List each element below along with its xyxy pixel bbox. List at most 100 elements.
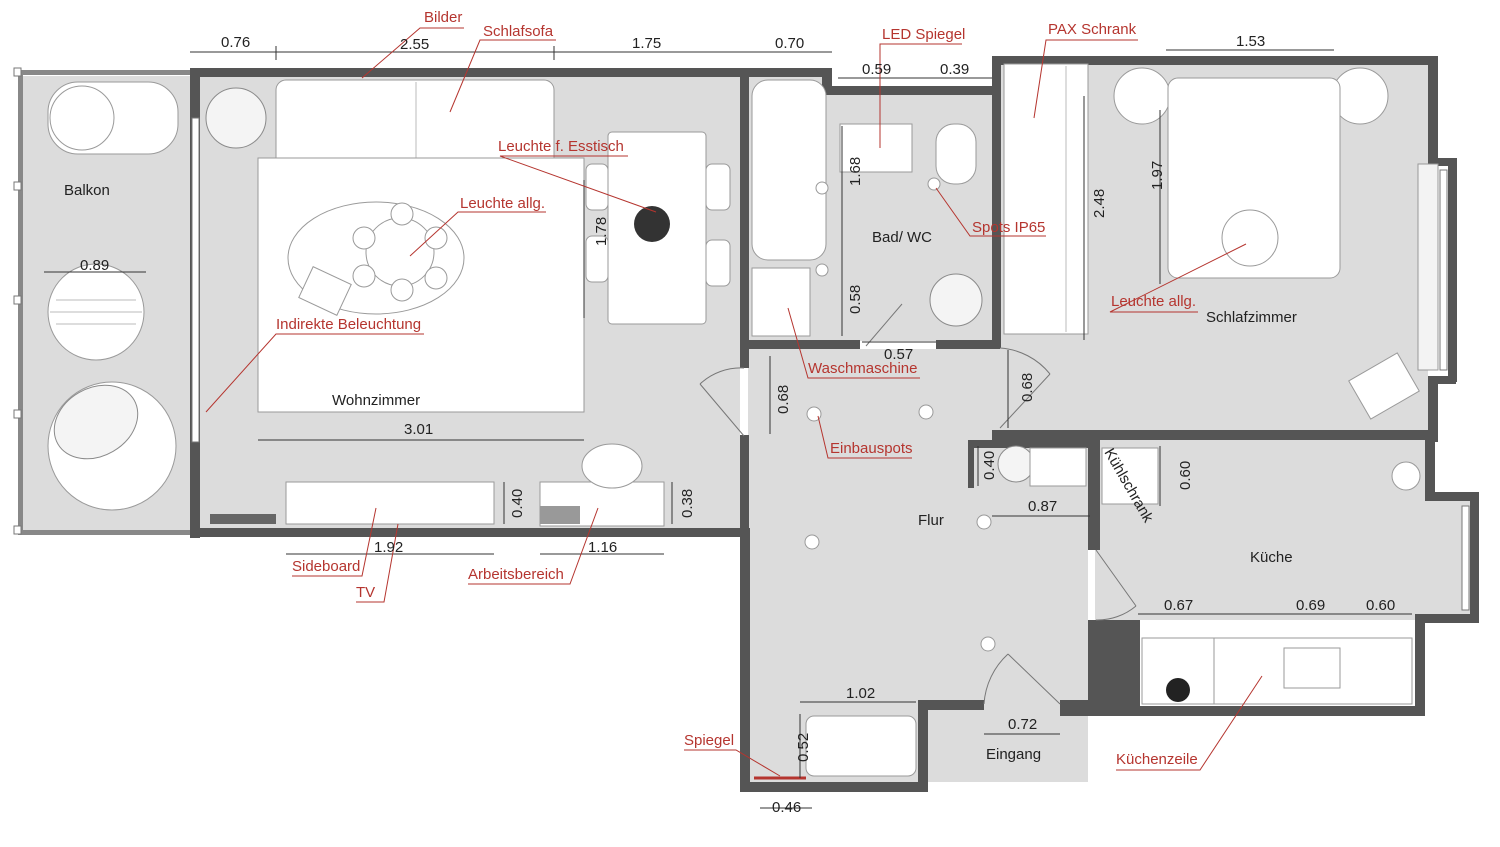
wall-bath-top-left — [740, 68, 832, 77]
chair — [352, 226, 376, 250]
anno-leuchte-allg-wohn: Leuchte allg. — [460, 195, 545, 212]
wall-kitchen-nook-top — [1425, 492, 1479, 501]
anno-line-leuchte-schlaf — [1109, 243, 1247, 313]
dim-label: 0.57 — [884, 346, 913, 363]
wall-kitchen-right-upper — [1425, 430, 1435, 500]
dimension-labels: 0.76 2.55 1.75 0.70 0.59 0.39 1.53 0.89 … — [80, 33, 1395, 816]
bath-plant — [929, 273, 983, 327]
dim-label: 2.55 — [400, 36, 429, 53]
dim-label: 0.89 — [80, 257, 109, 274]
sink — [1283, 647, 1341, 689]
wall-bath-bottom-right — [936, 340, 1000, 349]
anno-leuchte-esstisch: Leuchte f. Esstisch — [498, 138, 624, 155]
dim-label: 1.75 — [632, 35, 661, 52]
wall-hall-left — [740, 528, 750, 790]
dim-label: 0.70 — [775, 35, 804, 52]
anno-einbauspots: Einbauspots — [830, 440, 913, 457]
anno-line-arbeitsbereich — [468, 507, 599, 585]
anno-line-schlafsofa — [449, 39, 556, 113]
dining-chair — [705, 239, 731, 287]
door-entrance-arc — [983, 653, 1009, 705]
kuehlschrank — [1101, 447, 1159, 505]
wall-kitchen-nook-right — [1470, 492, 1479, 622]
anno-line-leuchte — [409, 211, 546, 257]
wall-bed-bottom — [992, 430, 1438, 440]
spot — [815, 263, 829, 277]
dim-label: 0.68 — [775, 385, 792, 414]
anno-leuchte-allg-schlaf: Leuchte allg. — [1111, 293, 1196, 310]
balkon-post — [13, 295, 22, 305]
chair — [424, 266, 448, 290]
dim-label: 0.40 — [509, 489, 526, 518]
anno-schlafsofa: Schlafsofa — [483, 23, 554, 40]
wall-living-top — [190, 68, 748, 77]
annotation-lines — [205, 27, 1263, 777]
wall-bath-right — [992, 58, 1001, 348]
dining-lamp — [634, 206, 670, 242]
dim-label: 0.60 — [1366, 597, 1395, 614]
furniture — [47, 63, 1439, 780]
dim-label: 1.92 — [374, 539, 403, 556]
wall-bed-right-lower — [1428, 376, 1438, 442]
wall-bath-top — [822, 86, 998, 95]
wall-bed-right-upper — [1428, 56, 1438, 162]
anno-line-bilder — [361, 27, 464, 79]
pax-schrank — [1003, 63, 1089, 335]
room-labels: Balkon Wohnzimmer Bad/ WC Schlafzimmer F… — [64, 182, 1297, 763]
nightstand-left — [1113, 67, 1171, 125]
door-bath — [865, 303, 903, 347]
bed-lamp — [1221, 209, 1279, 267]
wall-kitchen-left-lower — [1088, 620, 1140, 716]
wall-kitchen-bottom — [1060, 706, 1424, 716]
anno-line-spiegel — [684, 749, 781, 777]
robot-vacuum — [1391, 461, 1421, 491]
wall-bed-window-side — [1448, 158, 1457, 382]
anno-kuechenzeile: Küchenzeile — [1116, 751, 1198, 768]
dim-label: 0.87 — [1028, 498, 1057, 515]
anno-line-spots — [935, 187, 1046, 237]
dim-label: 0.76 — [221, 34, 250, 51]
door-kitchen — [1095, 549, 1137, 607]
wall-bed-window-jog-bottom — [1428, 376, 1456, 384]
balkon-post — [13, 67, 22, 77]
kitchen-stool — [1166, 678, 1190, 702]
room-label-schlafzimmer: Schlafzimmer — [1206, 309, 1297, 326]
anno-line-einbauspots — [817, 415, 912, 459]
dim-label: 1.53 — [1236, 33, 1265, 50]
books — [540, 506, 580, 524]
dim-label: 0.59 — [862, 61, 891, 78]
toilet — [935, 123, 977, 185]
dim-label: 0.67 — [1164, 597, 1193, 614]
pouf — [298, 266, 352, 316]
spot — [976, 514, 992, 530]
dining-chair — [705, 163, 731, 211]
anno-sideboard: Sideboard — [292, 558, 360, 575]
dim-label: 0.46 — [772, 799, 801, 816]
window-kitchen — [1461, 505, 1470, 611]
dim-label: 0.40 — [981, 451, 998, 480]
anno-line-kuechenzeile — [1116, 675, 1263, 771]
dim-label: 0.60 — [1177, 461, 1194, 490]
wall-bath-bottom-left — [740, 340, 860, 349]
door-entrance — [1007, 653, 1061, 705]
dim-label: 0.52 — [795, 733, 812, 762]
anno-line-sideboard — [292, 507, 377, 577]
dining-chair — [585, 163, 609, 211]
dim-label: 0.69 — [1296, 597, 1325, 614]
anno-arbeitsbereich: Arbeitsbereich — [468, 566, 564, 583]
spot — [918, 404, 934, 420]
hall-cabinet — [1029, 447, 1087, 487]
wall-living-right-upper — [740, 68, 749, 368]
door-living — [699, 383, 745, 437]
balkon-cushion — [53, 384, 139, 460]
bed — [1167, 77, 1341, 279]
chair — [390, 278, 414, 302]
wall-living-bottom — [190, 528, 748, 537]
balkon-post — [13, 525, 22, 535]
radiator — [210, 514, 276, 524]
window-bedroom — [1439, 169, 1448, 371]
washbasin — [839, 123, 913, 173]
dimension-lines — [44, 46, 1412, 809]
sideboard — [285, 481, 495, 525]
windows — [13, 67, 1470, 611]
